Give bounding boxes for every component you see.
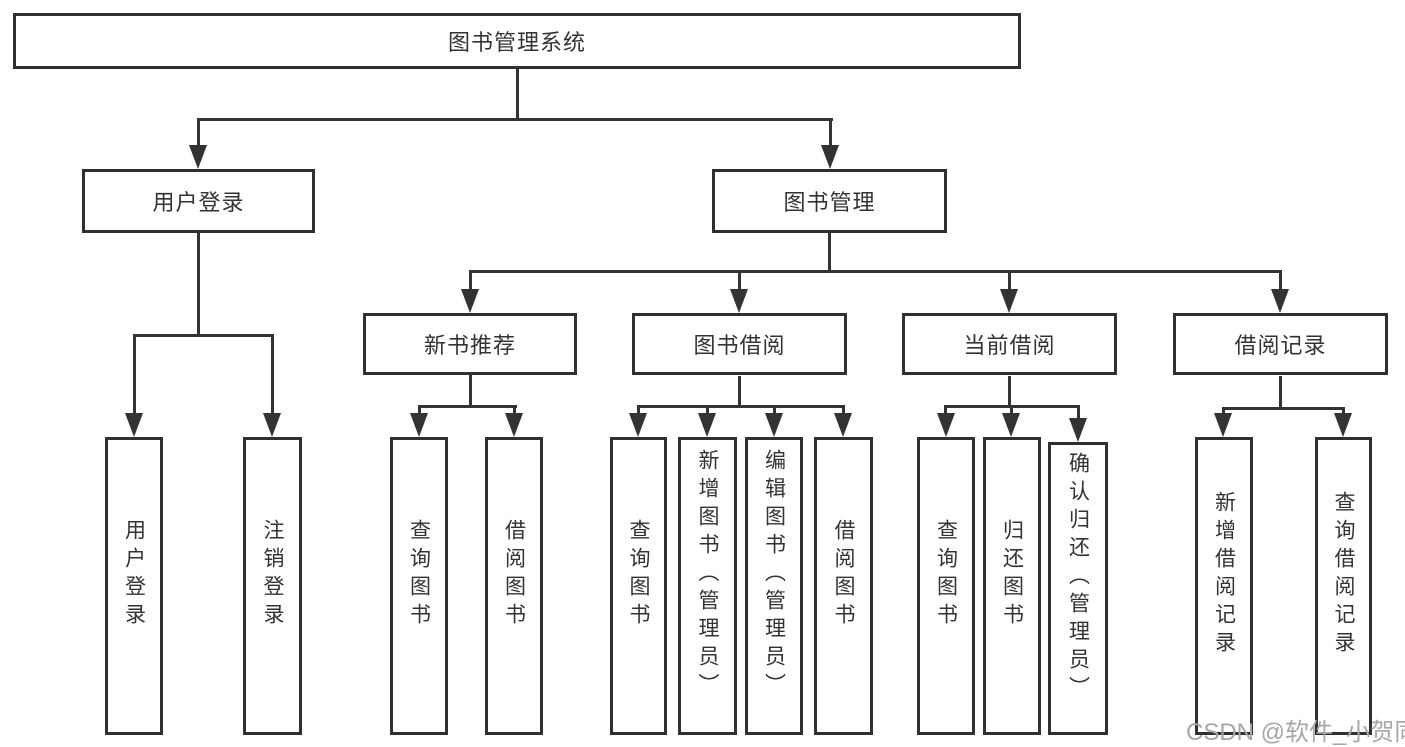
arrowhead-new-book-rec bbox=[461, 289, 479, 313]
arrowhead-leaf-logout bbox=[263, 413, 281, 437]
node-user-login: 用户登录 bbox=[82, 169, 315, 233]
node-root: 图书管理系统 bbox=[13, 13, 1021, 69]
node-leaf-logout: 注销登录 bbox=[243, 437, 302, 735]
node-leaf-nbr-query-books-label: 查询图书 bbox=[407, 519, 431, 631]
connector-to-br-add bbox=[1222, 407, 1225, 418]
arrowhead-bb-query bbox=[629, 413, 647, 437]
node-new-book-rec-label: 新书推荐 bbox=[423, 333, 516, 358]
connector-book-mgmt-hbar bbox=[469, 270, 1282, 273]
node-book-borrow: 图书借阅 bbox=[632, 313, 847, 375]
arrowhead-br-add bbox=[1214, 413, 1232, 437]
node-book-mgmt: 图书管理 bbox=[712, 169, 947, 233]
connector-root-stem bbox=[516, 69, 519, 121]
node-leaf-bb-add-books: 新增图书（管理员） bbox=[678, 437, 737, 735]
connector-root-to-user-login bbox=[197, 118, 200, 150]
arrowhead-book-mgmt bbox=[821, 145, 839, 169]
connector-new-book-rec-stem bbox=[469, 375, 472, 408]
connector-to-bb-add bbox=[706, 405, 709, 418]
node-current-borrow-label: 当前借阅 bbox=[963, 333, 1056, 358]
node-leaf-logout-label: 注销登录 bbox=[261, 519, 284, 631]
connector-root-hbar bbox=[197, 118, 833, 121]
node-leaf-br-add-record-label: 新增借阅记录 bbox=[1212, 491, 1236, 659]
node-user-login-label: 用户登录 bbox=[152, 190, 245, 215]
connector-book-borrow-hbar bbox=[637, 405, 845, 408]
arrowhead-bb-add bbox=[698, 413, 716, 437]
arrowhead-cb-return bbox=[1002, 413, 1020, 437]
connector-to-cb-query bbox=[944, 405, 947, 418]
arrowhead-current-borrow bbox=[1000, 289, 1018, 313]
node-leaf-nbr-query-books: 查询图书 bbox=[390, 437, 448, 735]
arrowhead-cb-query bbox=[937, 413, 955, 437]
arrowhead-leaf-login bbox=[125, 413, 143, 437]
arrowhead-bb-edit bbox=[765, 413, 783, 437]
arrowhead-bb-borrow bbox=[834, 413, 852, 437]
node-leaf-br-query-record: 查询借阅记录 bbox=[1315, 437, 1372, 735]
connector-user-login-stem bbox=[197, 233, 200, 337]
connector-to-leaf-login bbox=[133, 334, 136, 418]
node-root-label: 图书管理系统 bbox=[447, 30, 586, 55]
node-leaf-bb-borrow-books: 借阅图书 bbox=[814, 437, 873, 735]
node-leaf-cb-confirm-return: 确认归还（管理员） bbox=[1048, 442, 1108, 735]
connector-new-book-rec-hbar bbox=[418, 405, 517, 408]
connector-to-new-book-rec bbox=[469, 270, 472, 295]
node-leaf-bb-edit-books-label: 编辑图书（管理员） bbox=[762, 449, 786, 701]
node-leaf-cb-query-books-label: 查询图书 bbox=[934, 519, 958, 631]
connector-to-cb-return bbox=[1010, 405, 1013, 418]
node-leaf-bb-edit-books: 编辑图书（管理员） bbox=[745, 437, 803, 735]
node-borrow-record-label: 借阅记录 bbox=[1234, 333, 1327, 358]
node-leaf-nbr-borrow-books-label: 借阅图书 bbox=[502, 519, 526, 631]
connector-to-bb-edit bbox=[773, 405, 776, 418]
node-leaf-cb-confirm-return-label: 确认归还（管理员） bbox=[1066, 451, 1090, 704]
node-leaf-bb-query-books-label: 查询图书 bbox=[627, 519, 650, 631]
connector-borrow-record-hbar bbox=[1222, 407, 1345, 410]
connector-to-borrow-record bbox=[1279, 270, 1282, 295]
arrowhead-nbr-query bbox=[410, 413, 428, 437]
node-leaf-br-add-record: 新增借阅记录 bbox=[1195, 437, 1253, 735]
arrowhead-borrow-record bbox=[1271, 289, 1289, 313]
node-book-mgmt-label: 图书管理 bbox=[783, 190, 876, 215]
node-current-borrow: 当前借阅 bbox=[902, 313, 1117, 375]
connector-current-borrow-stem bbox=[1008, 376, 1011, 408]
node-book-borrow-label: 图书借阅 bbox=[693, 333, 786, 358]
node-leaf-br-query-record-label: 查询借阅记录 bbox=[1332, 491, 1355, 659]
connector-borrow-record-stem bbox=[1279, 376, 1282, 410]
connector-to-bb-borrow bbox=[842, 405, 845, 418]
arrowhead-book-borrow bbox=[730, 289, 748, 313]
connector-root-to-book-mgmt bbox=[829, 118, 832, 150]
node-leaf-bb-query-books: 查询图书 bbox=[610, 437, 667, 735]
node-borrow-record: 借阅记录 bbox=[1173, 313, 1388, 375]
connector-to-nbr-query bbox=[418, 405, 421, 418]
connector-to-cb-confirm bbox=[1077, 405, 1080, 422]
connector-to-leaf-logout bbox=[271, 334, 274, 418]
arrowhead-br-query bbox=[1334, 413, 1352, 437]
node-leaf-cb-return-books-label: 归还图书 bbox=[1000, 519, 1024, 631]
node-leaf-nbr-borrow-books: 借阅图书 bbox=[485, 437, 543, 735]
csdn-watermark: CSDN @软件_小贺同学 bbox=[1186, 719, 1405, 746]
node-leaf-bb-borrow-books-label: 借阅图书 bbox=[832, 519, 855, 631]
connector-to-bb-query bbox=[637, 405, 640, 418]
connector-to-nbr-borrow bbox=[513, 405, 516, 418]
arrowhead-nbr-borrow bbox=[505, 413, 523, 437]
connector-book-mgmt-stem bbox=[828, 233, 831, 273]
connector-to-book-borrow bbox=[738, 270, 741, 295]
node-new-book-rec: 新书推荐 bbox=[363, 313, 577, 375]
connector-to-current-borrow bbox=[1008, 270, 1011, 295]
node-leaf-user-login: 用户登录 bbox=[105, 437, 163, 735]
node-leaf-bb-add-books-label: 新增图书（管理员） bbox=[696, 449, 719, 701]
connector-book-borrow-stem bbox=[738, 376, 741, 408]
connector-user-login-hbar bbox=[133, 334, 274, 337]
arrowhead-user-login bbox=[189, 145, 207, 169]
connector-to-br-query bbox=[1342, 407, 1345, 418]
node-leaf-user-login-label: 用户登录 bbox=[122, 519, 146, 631]
node-leaf-cb-return-books: 归还图书 bbox=[983, 437, 1041, 735]
node-leaf-cb-query-books: 查询图书 bbox=[917, 437, 975, 735]
arrowhead-cb-confirm bbox=[1069, 418, 1087, 442]
